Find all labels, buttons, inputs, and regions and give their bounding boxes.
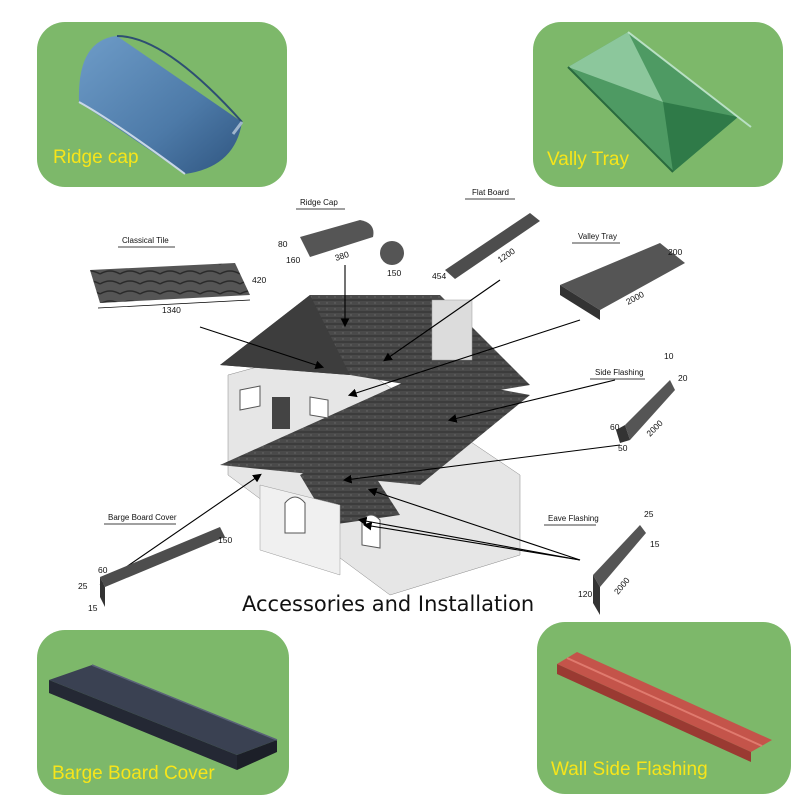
- ridge-cap-card: Ridge cap: [37, 22, 287, 187]
- eave-flashing-dim-25: 25: [644, 509, 654, 519]
- valley-tray-label: Vally Tray: [547, 149, 630, 170]
- diagram-caption: Accessories and Installation: [242, 592, 535, 616]
- wall-side-flashing-card: Wall Side Flashing: [537, 622, 791, 794]
- valley-tray-card: Vally Tray: [533, 22, 783, 187]
- classical-tile-height: 420: [252, 275, 266, 285]
- ridge-cap-label: Ridge cap: [53, 147, 139, 168]
- ridge-cap-image: [78, 35, 244, 175]
- side-flashing-title: Side Flashing: [595, 368, 643, 377]
- barge-board-card: Barge Board Cover: [37, 630, 289, 795]
- side-flashing-part: Side Flashing 10 20 60 50 2000: [590, 351, 688, 453]
- barge-board-dim-25: 25: [78, 581, 88, 591]
- eave-flashing-dim-2000: 2000: [612, 575, 632, 596]
- barge-board-dim-15: 15: [88, 603, 98, 613]
- valley-tray-title: Valley Tray: [578, 232, 617, 241]
- side-flashing-dim-20: 20: [678, 373, 688, 383]
- eave-flashing-part: Eave Flashing 25 15 120 2000: [544, 509, 660, 615]
- classical-tile-length: 1340: [162, 305, 181, 315]
- eave-flashing-dim-15: 15: [650, 539, 660, 549]
- ridge-cap-dim-160: 160: [286, 255, 300, 265]
- barge-board-dim-60: 60: [98, 565, 108, 575]
- flat-board-title: Flat Board: [472, 188, 509, 197]
- classical-tile-title: Classical Tile: [122, 236, 169, 245]
- side-flashing-dim-10: 10: [664, 351, 674, 361]
- ridge-cap-dim-150: 150: [387, 268, 401, 278]
- barge-board-image: [49, 664, 278, 770]
- valley-tray-part: Valley Tray 200 2000: [560, 232, 685, 320]
- side-flashing-dim-2000: 2000: [644, 418, 665, 439]
- flat-board-part: Flat Board 454 1200: [432, 188, 540, 281]
- wall-side-flashing-label: Wall Side Flashing: [551, 759, 708, 780]
- valley-tray-dim-200: 200: [668, 247, 682, 257]
- installation-diagram: Classical Tile 1340 420 Ridge Cap 80 160…: [78, 188, 688, 615]
- valley-tray-image: [567, 31, 752, 173]
- ridge-cap-dim-80: 80: [278, 239, 288, 249]
- eave-flashing-dim-120: 120: [578, 589, 592, 599]
- classical-tile-part: Classical Tile 1340 420: [90, 236, 266, 315]
- ridge-cap-dim-380: 380: [334, 249, 351, 263]
- wall-side-flashing-image: [557, 652, 772, 762]
- eave-flashing-title: Eave Flashing: [548, 514, 599, 523]
- barge-board-label: Barge Board Cover: [52, 763, 215, 784]
- side-flashing-dim-60: 60: [610, 422, 620, 432]
- ridge-cap-title: Ridge Cap: [300, 198, 338, 207]
- ridge-cap-part: Ridge Cap 80 160 380 150: [278, 198, 404, 278]
- barge-board-part: Barge Board Cover 60 25 15 150: [78, 513, 232, 613]
- barge-board-title: Barge Board Cover: [108, 513, 177, 522]
- barge-board-dim-150: 150: [218, 535, 232, 545]
- side-flashing-dim-50: 50: [618, 443, 628, 453]
- house-illustration: [220, 295, 530, 596]
- flat-board-dim-454: 454: [432, 271, 446, 281]
